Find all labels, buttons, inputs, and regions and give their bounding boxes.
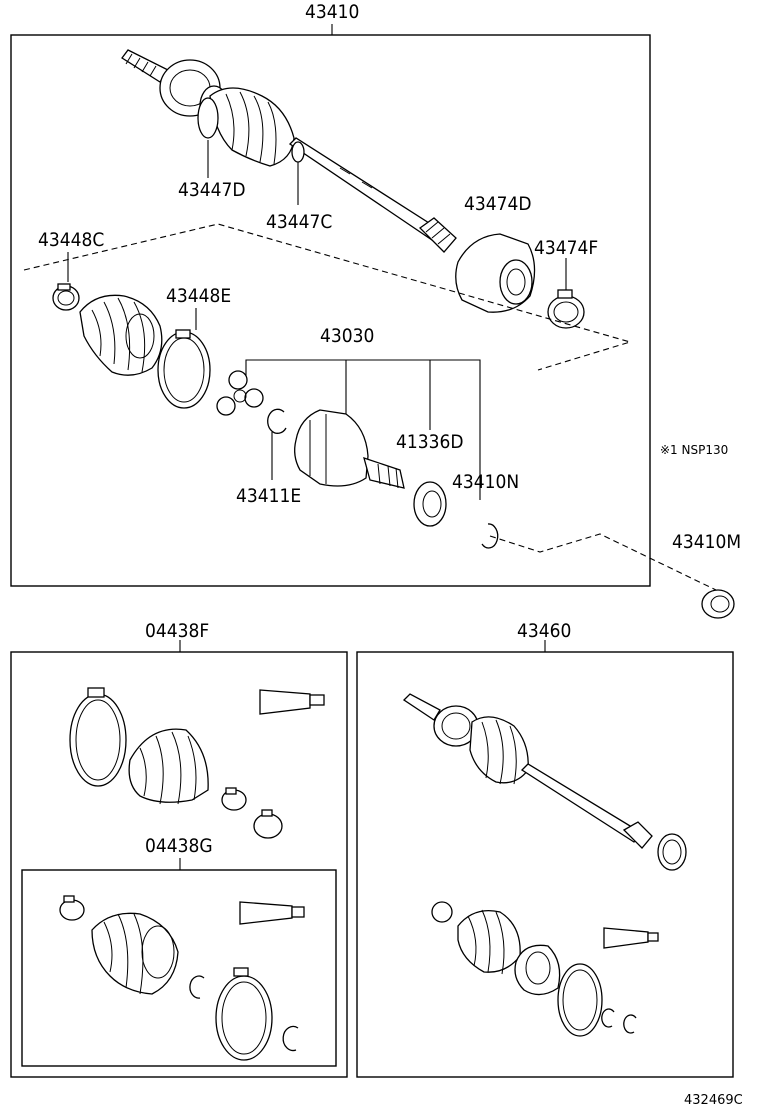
inner-joint-housing[interactable]	[294, 409, 405, 489]
label-clamp-inner-large[interactable]: 43448E	[166, 285, 231, 307]
alt-boot-kit-parts[interactable]	[431, 901, 659, 1037]
bearing-43410m[interactable]	[701, 589, 735, 619]
inner-boot-large-clamp[interactable]	[157, 329, 211, 409]
footer-code: 432469C	[684, 1093, 743, 1108]
label-boot-kit-g[interactable]: 04438G	[145, 835, 213, 857]
label-boot-outer[interactable]: 43447D	[178, 179, 246, 201]
label-bearing[interactable]: 43410M	[672, 531, 741, 553]
kit-g-parts[interactable]	[59, 895, 305, 1061]
label-snap-ring-b[interactable]: 43410N	[452, 471, 519, 493]
inner-boot[interactable]	[79, 294, 163, 376]
label-assy-main[interactable]: 43410	[305, 1, 359, 23]
frame-boot-kit-f	[10, 651, 348, 1078]
snap-ring-c[interactable]	[267, 408, 287, 434]
inner-boot-small-clamp[interactable]	[52, 283, 80, 311]
label-boot-kit-f[interactable]: 04438F	[145, 620, 209, 642]
note-nsp: ※1 NSP130	[660, 443, 728, 457]
label-inner-joint[interactable]: 43030	[320, 325, 374, 347]
label-assy-alt[interactable]: 43460	[517, 620, 571, 642]
label-damper-clamp[interactable]: 43474F	[534, 237, 598, 259]
label-clamp-inner-small[interactable]: 43448C	[38, 229, 104, 251]
dashed-group-outline	[23, 223, 632, 371]
label-clamp-outer[interactable]: 43447C	[266, 211, 332, 233]
frame-assy-main	[10, 34, 651, 587]
label-damper[interactable]: 43474D	[464, 193, 532, 215]
dynamic-damper[interactable]	[455, 233, 536, 313]
tripod-joint[interactable]	[216, 370, 264, 416]
drive-shaft-assembly[interactable]	[121, 49, 457, 253]
label-snap-ring-c[interactable]: 43411E	[236, 485, 301, 507]
label-snap-ring-a[interactable]: 41336D	[396, 431, 464, 453]
kit-f-parts[interactable]	[69, 687, 325, 839]
seal-41336d[interactable]	[413, 481, 447, 527]
snap-ring-b[interactable]	[481, 523, 499, 549]
alt-shaft-assembly[interactable]	[402, 693, 687, 871]
frame-boot-kit-g	[21, 869, 337, 1067]
damper-clamp[interactable]	[547, 289, 585, 329]
